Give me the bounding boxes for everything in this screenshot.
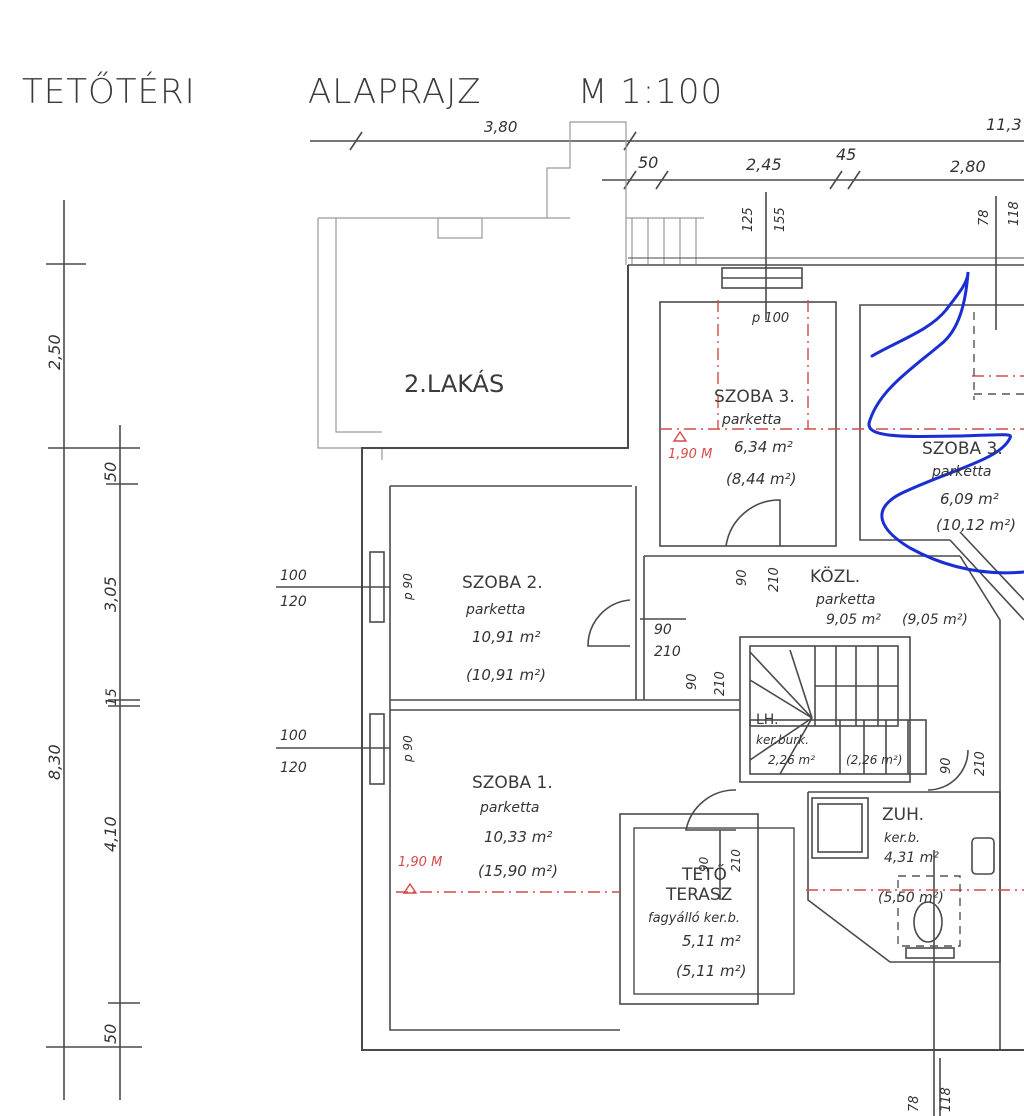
dim-left-410: 4,10 bbox=[101, 816, 120, 852]
dim-left-50-bottom: 50 bbox=[101, 1024, 120, 1044]
window1-height: 120 bbox=[280, 594, 307, 610]
dim-top-45: 45 bbox=[836, 145, 856, 164]
level-marker-icon bbox=[672, 430, 688, 442]
room-2lakas: 2.LAKÁS bbox=[404, 369, 504, 398]
scale-label: M 1:100 bbox=[578, 72, 724, 112]
room-floor: parketta bbox=[815, 592, 876, 608]
dim-left-305: 3,05 bbox=[101, 576, 120, 612]
door-szoba2-h: 210 bbox=[654, 644, 681, 660]
dim-bottom-118: 118 bbox=[939, 1087, 954, 1112]
room-terasz: TETŐ TERASZ fagyálló ker.b. 5,11 m² (5,1… bbox=[648, 863, 747, 980]
room-area: 6,34 m² bbox=[734, 438, 793, 456]
dim-top-380: 3,80 bbox=[484, 118, 517, 136]
dim-bottom-78: 78 bbox=[907, 1095, 922, 1112]
room-area: 10,33 m² bbox=[484, 828, 552, 846]
level-szoba3: 1,90 M bbox=[668, 447, 712, 462]
dim-top-50: 50 bbox=[638, 153, 658, 172]
room-area: 9,05 m² bbox=[826, 612, 881, 628]
window2-sill: p 90 bbox=[401, 735, 415, 763]
door-terasz-h: 210 bbox=[729, 849, 743, 872]
door-terasz-w: 90 bbox=[697, 856, 711, 872]
door-kozl-w: 90 bbox=[735, 569, 750, 586]
room-name: SZOBA 1. bbox=[472, 773, 553, 793]
room-area: 4,31 m² bbox=[884, 850, 939, 866]
room-area-total: (8,44 m²) bbox=[726, 470, 797, 488]
room-floor: ker.b. bbox=[884, 831, 920, 846]
dim-top-245: 2,45 bbox=[746, 155, 782, 174]
room-szoba1: SZOBA 1. parketta 10,33 m² (15,90 m²) bbox=[472, 773, 558, 880]
dim-155: 155 bbox=[773, 207, 788, 232]
toilet bbox=[913, 901, 943, 943]
dim-left-15: 15 bbox=[104, 688, 120, 706]
room-area: 10,91 m² bbox=[472, 628, 540, 646]
level-marker-icon bbox=[402, 882, 418, 894]
door-szoba1-h: 210 bbox=[713, 671, 728, 696]
room-area-total: (2,26 m²) bbox=[846, 753, 902, 767]
window1-sill: p 90 bbox=[401, 573, 415, 601]
dim-78: 78 bbox=[977, 209, 992, 226]
room-name: LH. bbox=[756, 712, 779, 728]
window-top-sill: p 100 bbox=[751, 311, 789, 326]
door-szoba2 bbox=[587, 599, 631, 647]
staircase bbox=[739, 636, 911, 783]
door-zuh-w: 90 bbox=[939, 757, 954, 774]
door-szoba2-w: 90 bbox=[654, 622, 672, 638]
room-name-2: TERASZ bbox=[665, 885, 732, 905]
room-area: 2,26 m² bbox=[768, 753, 815, 767]
room-area-total: (15,90 m²) bbox=[478, 862, 558, 880]
room-area-total: (5,50 m²) bbox=[878, 890, 944, 906]
room-name: SZOBA 3. bbox=[922, 439, 1003, 459]
level-szoba1: 1,90 M bbox=[398, 855, 442, 870]
dim-tick bbox=[349, 131, 363, 151]
room-name: SZOBA 2. bbox=[462, 573, 543, 593]
room-area: 5,11 m² bbox=[682, 932, 741, 950]
door-szoba1-w: 90 bbox=[685, 673, 700, 690]
room-area: 6,09 m² bbox=[940, 490, 999, 508]
dim-118: 118 bbox=[1007, 201, 1022, 226]
room-szoba3b: SZOBA 3. parketta 6,09 m² (10,12 m²) bbox=[922, 439, 1016, 534]
room-name: ZUH. bbox=[882, 805, 924, 825]
door-zuh-h: 210 bbox=[973, 751, 988, 776]
dim-top-total: 11,3 bbox=[986, 115, 1022, 134]
room-floor: fagyálló ker.b. bbox=[648, 911, 740, 926]
window2-height: 120 bbox=[280, 760, 307, 776]
dim-left-50-top: 50 bbox=[101, 462, 120, 482]
title-alaprajz: ALAPRAJZ bbox=[308, 72, 482, 112]
title-tetoteri: TETŐTÉRI bbox=[22, 72, 196, 112]
room-kozl: KÖZL. parketta 9,05 m² (9,05 m²) bbox=[810, 565, 968, 628]
sink bbox=[971, 837, 995, 875]
room-floor: parketta bbox=[465, 602, 526, 618]
room-area-total: (5,11 m²) bbox=[676, 962, 747, 980]
dim-left-830: 8,30 bbox=[45, 744, 64, 780]
door-szoba1 bbox=[685, 789, 737, 831]
door-kozl-h: 210 bbox=[767, 567, 782, 592]
window1-width: 100 bbox=[280, 568, 307, 584]
room-area-total: (9,05 m²) bbox=[902, 612, 968, 628]
room-floor: parketta bbox=[479, 800, 540, 816]
dim-125: 125 bbox=[741, 207, 756, 232]
room-floor: parketta bbox=[721, 412, 782, 428]
window-szoba1 bbox=[369, 713, 385, 785]
room-floor: parketta bbox=[931, 464, 992, 480]
room-area-total: (10,91 m²) bbox=[466, 666, 546, 684]
room-name: KÖZL. bbox=[810, 565, 860, 587]
room-zuh: ZUH. ker.b. 4,31 m² (5,50 m²) bbox=[878, 805, 944, 906]
shower-tray bbox=[811, 797, 869, 859]
dim-top-280: 2,80 bbox=[950, 157, 986, 176]
window2-width: 100 bbox=[280, 728, 307, 744]
room-name: SZOBA 3. bbox=[714, 387, 795, 407]
room-szoba3a: SZOBA 3. parketta 6,34 m² (8,44 m²) bbox=[714, 387, 797, 488]
room-floor: ker.burk. bbox=[756, 733, 809, 747]
room-area-total: (10,12 m²) bbox=[936, 516, 1016, 534]
dim-left-250: 2,50 bbox=[45, 334, 64, 370]
room-szoba2: SZOBA 2. parketta 10,91 m² (10,91 m²) bbox=[462, 573, 546, 684]
room-name-1: TETŐ bbox=[681, 863, 727, 885]
blue-scribble-annotation bbox=[867, 271, 1024, 575]
door-szoba3 bbox=[725, 499, 781, 547]
room-lh: LH. ker.burk. 2,26 m² (2,26 m²) bbox=[756, 712, 902, 767]
